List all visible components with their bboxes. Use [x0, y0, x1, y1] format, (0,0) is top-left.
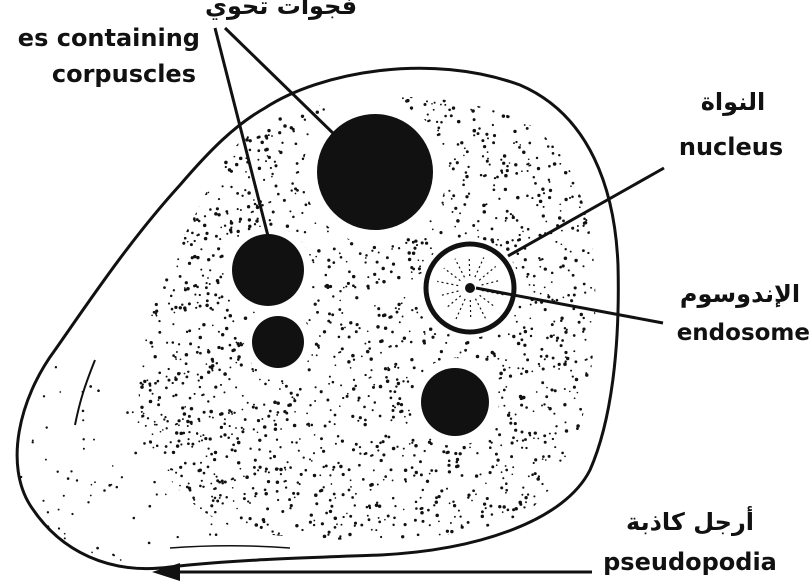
vacuole-corpuscle-large [317, 114, 433, 230]
label-vacuoles-en-line2: corpuscles [52, 60, 196, 88]
label-endosome-ar: الإندوسوم [680, 280, 800, 308]
label-nucleus-en: nucleus [679, 133, 783, 161]
endosome [465, 283, 475, 293]
label-pseudopodia-en: pseudopodia [603, 548, 777, 576]
label-vacuoles-en-line1: es containing [18, 24, 200, 52]
label-pseudopodia-ar: أرجل كاذبة [626, 506, 754, 536]
label-endosome-en: endosome [677, 320, 810, 346]
vacuole-corpuscle-right [421, 368, 489, 436]
label-nucleus-ar: النواة [701, 88, 765, 116]
vacuole-corpuscle-left [232, 234, 304, 306]
label-vacuoles-ar: فجوات تحوي [205, 0, 357, 20]
vacuole-corpuscle-small [252, 316, 304, 368]
